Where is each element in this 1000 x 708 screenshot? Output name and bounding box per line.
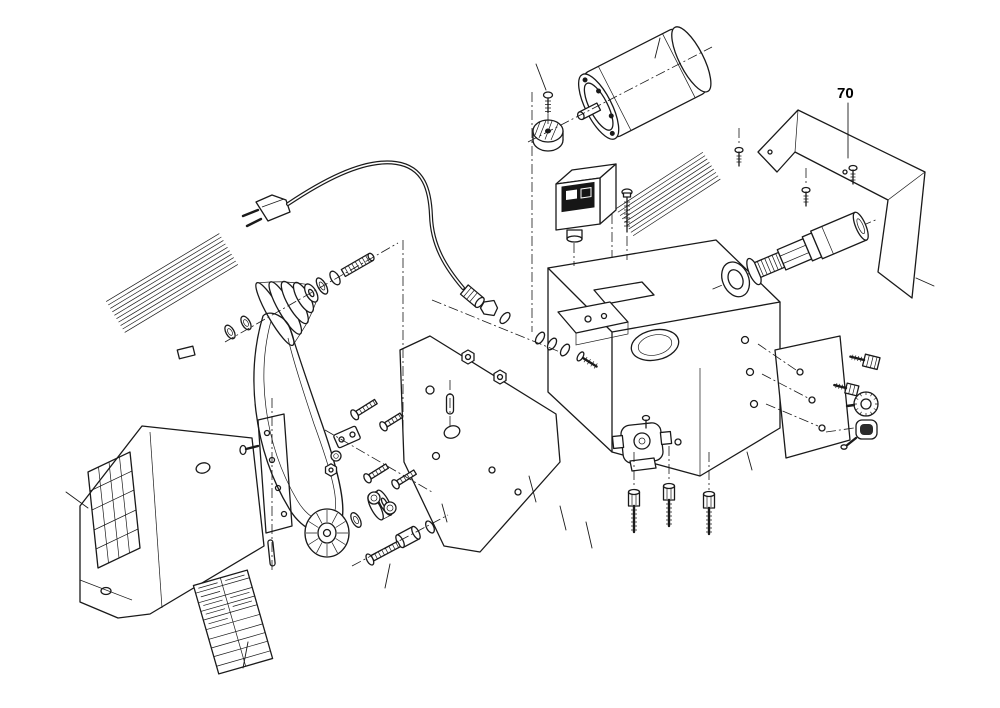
lower-washer-a [224,324,236,340]
stub-bolt [576,351,598,369]
fan-pulley [304,508,350,558]
side-cover-strip [257,413,293,534]
pulley-washer-a [315,277,329,295]
callout-70: 70 [837,85,854,159]
motor-mount-grommet [532,119,564,152]
cover-screw-a [734,146,744,167]
cluster-screw-3 [363,463,389,484]
vent-grille-left [105,233,239,333]
cluster-hex-nut [324,463,338,477]
pulley-washer-b [329,270,341,286]
long-bolt [365,540,402,566]
idler-washer [350,512,362,528]
power-cord-plug [241,194,291,228]
spindle-shaft-assembly [712,211,879,298]
belt-guard-cover [757,109,926,299]
socket-bolt [849,353,881,371]
spindle-bearing [721,261,751,298]
washer-trio [534,331,571,357]
control-grid-panel [87,451,141,569]
cluster-screw-1 [350,398,378,421]
vent-grille-right [615,151,721,237]
motor-mount-screw [542,91,554,114]
switch-screw [621,188,633,233]
socket-screw-1 [627,488,641,534]
cap-knob [840,419,878,450]
clamp-knob [845,391,879,417]
cover-screw-b [801,186,811,207]
socket-screw-2 [662,482,676,528]
spacer-bushing [395,525,421,549]
power-cord [286,160,465,290]
main-frame-body [547,239,781,477]
spacer-ring [425,520,435,534]
small-label-plate [176,345,196,360]
spec-label-plate [192,569,274,675]
carriage-block [557,301,629,346]
hex-bolt-small [833,382,860,397]
cluster-ring-2 [383,501,397,515]
lower-washer-b [240,315,252,331]
callout-70-label: 70 [837,85,854,102]
machine-stand [79,425,265,619]
socket-screw-3 [702,490,716,536]
hinge-bracket [333,425,361,449]
cluster-screw-2 [379,412,404,432]
switch-on-button[interactable] [580,187,592,199]
side-plate-right [774,335,851,459]
switch-off-button[interactable] [566,189,577,201]
cover-screw-c [848,164,858,185]
plug-prong [245,217,263,228]
leader-lines [65,37,935,669]
dowel-pin-long [267,539,276,567]
centerlines [224,46,855,572]
strip-screw [239,444,260,456]
gland-washer [499,311,511,325]
cluster-ring-1 [367,491,381,505]
gland-nut [479,299,499,317]
guide-bracket [611,414,673,472]
hex-nut-b [493,369,507,385]
cluster-washer [330,450,342,462]
plug-prong [241,208,260,218]
power-switch-box [555,163,617,243]
electric-motor [576,26,712,140]
hex-nut-a [461,349,475,365]
